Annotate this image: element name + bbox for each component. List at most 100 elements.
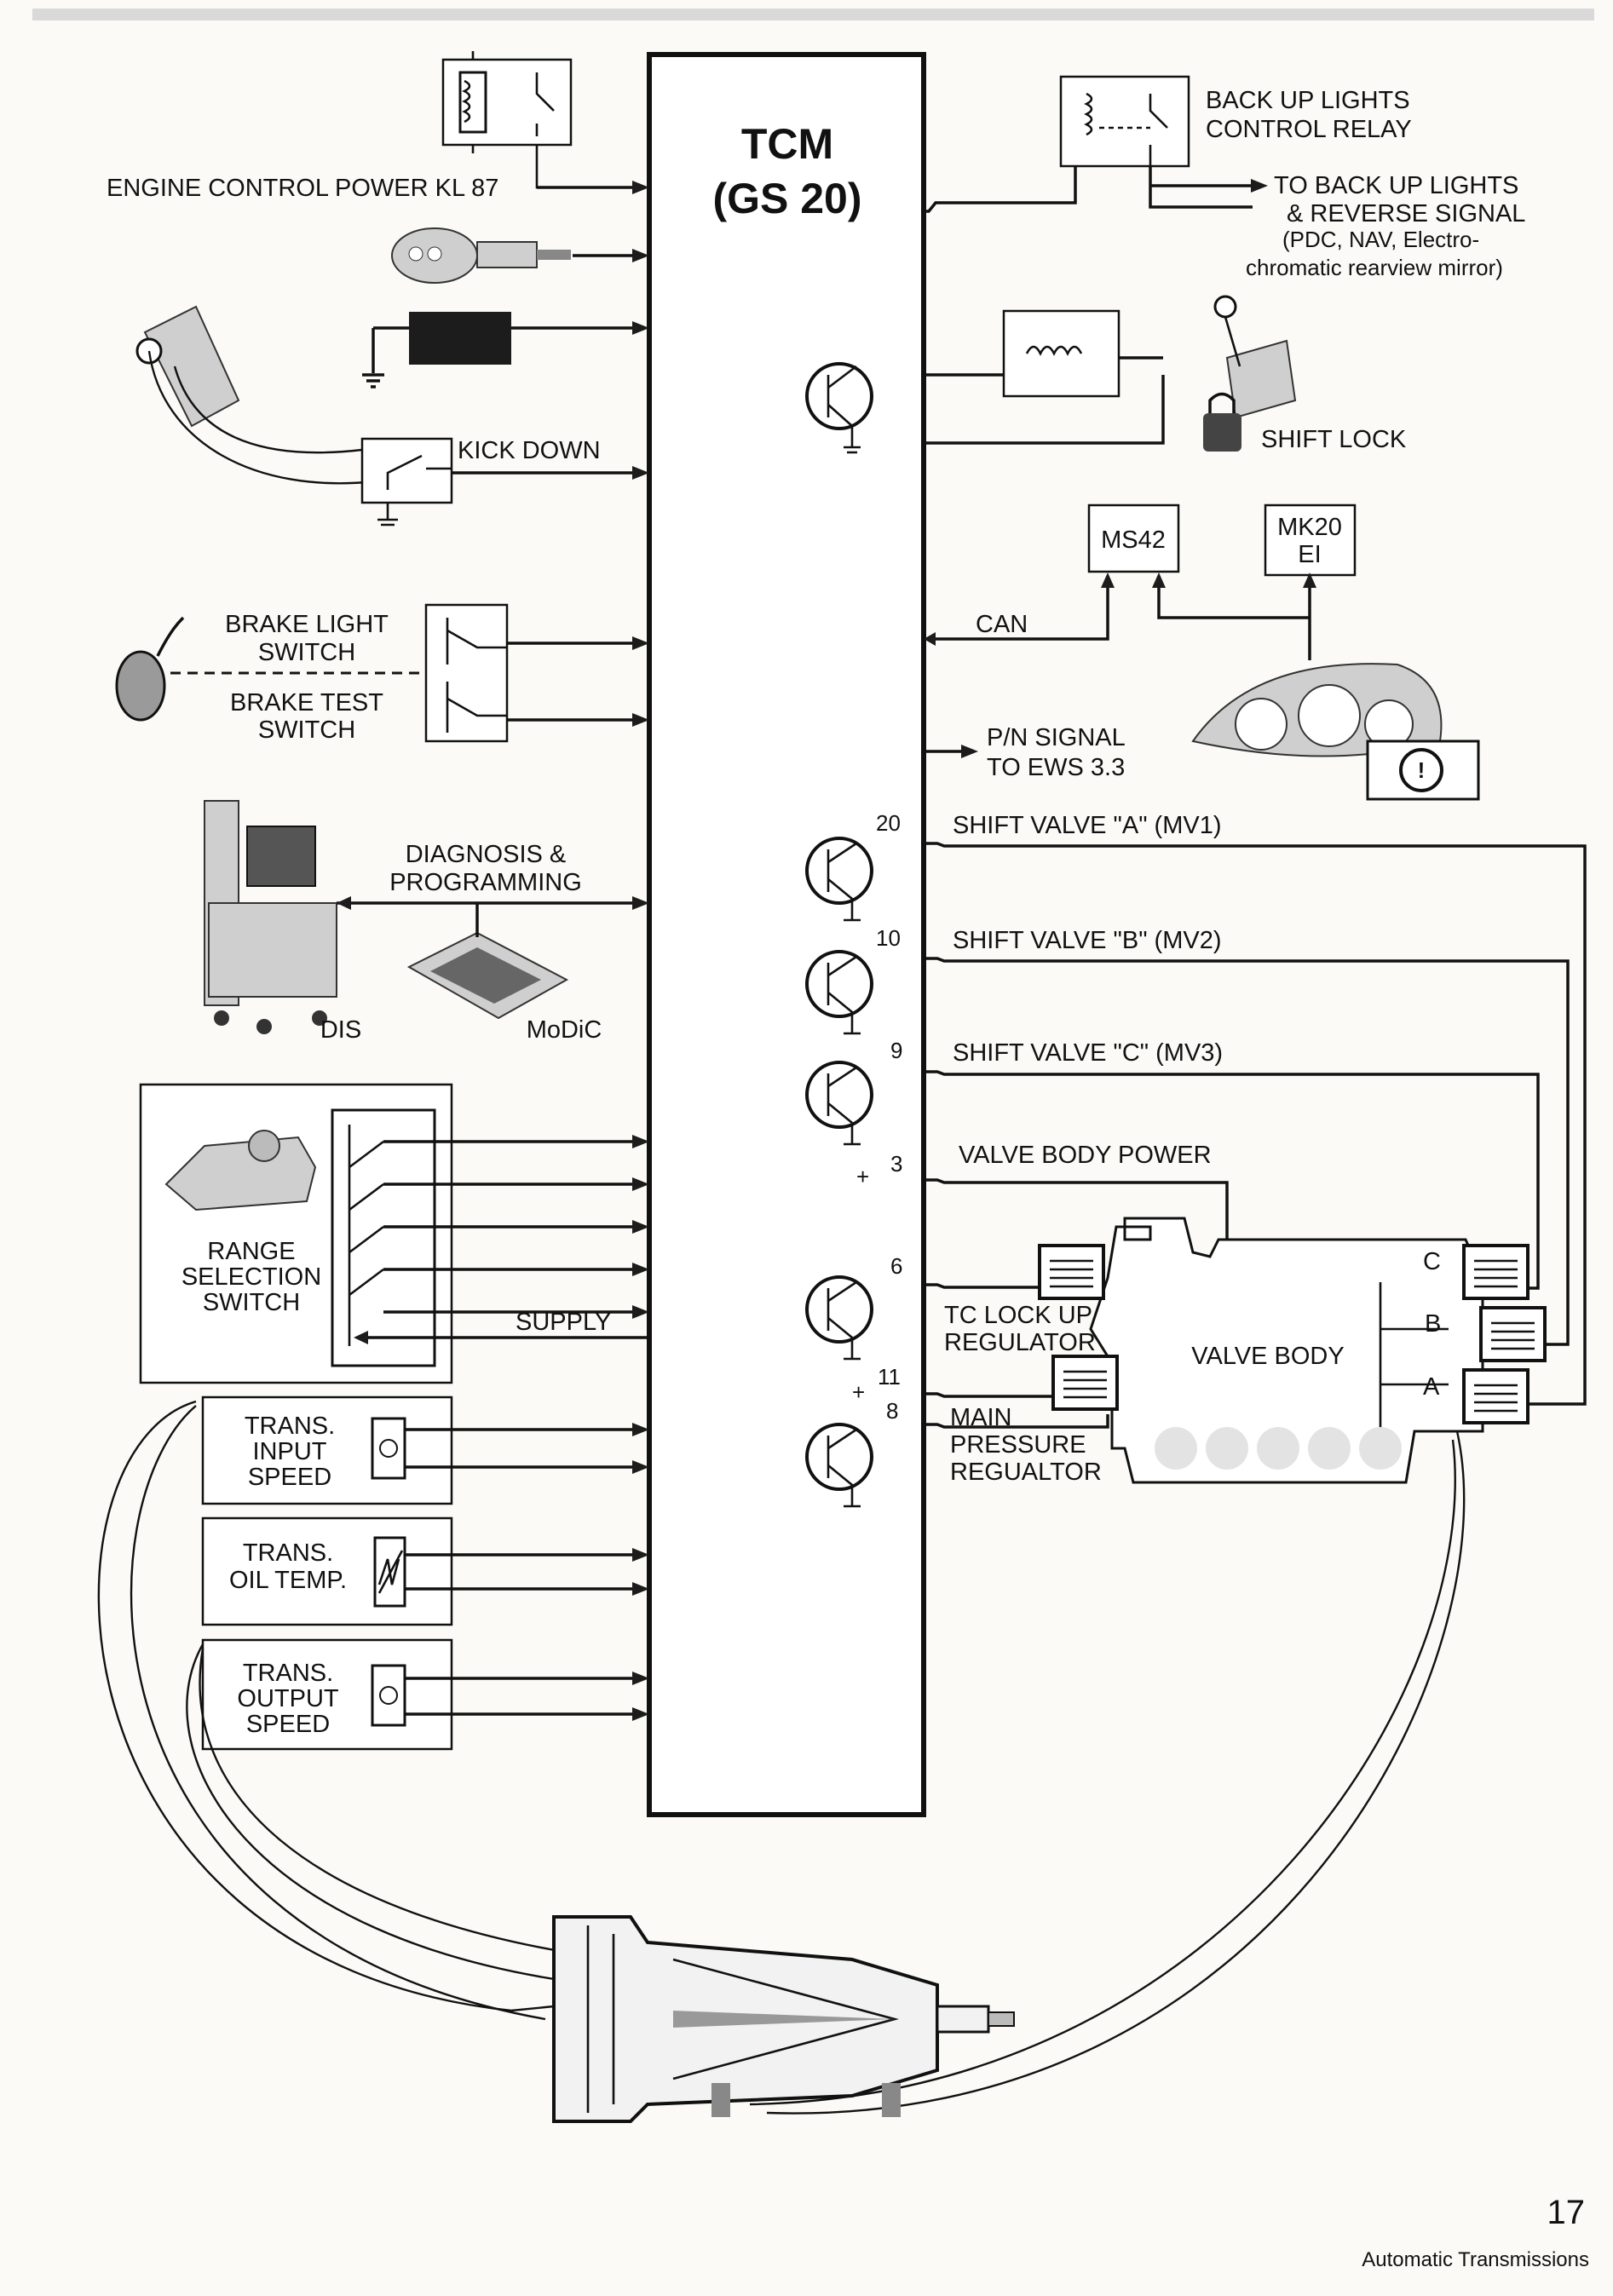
shift-valve-b-wire bbox=[924, 957, 1570, 1346]
arrow-icon bbox=[632, 1423, 649, 1474]
shift-valve-b-label: SHIFT VALVE "B" (MV2) bbox=[953, 927, 1222, 954]
arrow-icon bbox=[1251, 179, 1268, 193]
backup-signal-label-1: TO BACK UP LIGHTS bbox=[1274, 172, 1518, 199]
kl87-relay bbox=[441, 51, 632, 189]
arrow-icon bbox=[924, 632, 936, 646]
tcm-title: TCM bbox=[741, 120, 833, 168]
arrow-icon bbox=[632, 636, 649, 650]
solenoid-icons bbox=[1038, 1244, 1547, 1424]
diagnosis-label-2: PROGRAMMING bbox=[389, 869, 582, 896]
arrow-icon bbox=[632, 249, 649, 262]
arrow-icon bbox=[1101, 573, 1316, 588]
output-speed-label-1: TRANS. bbox=[243, 1660, 333, 1687]
arrow-icon bbox=[632, 713, 649, 727]
pn-signal-label-2: TO EWS 3.3 bbox=[987, 754, 1125, 781]
battery-icon bbox=[362, 312, 643, 388]
oil-temp-wires bbox=[405, 1553, 643, 1591]
arrow-icon bbox=[632, 466, 649, 480]
main-pressure-sign: + bbox=[852, 1379, 865, 1405]
ignition-key-icon bbox=[391, 227, 571, 284]
valve-power-sign: + bbox=[856, 1164, 869, 1189]
oil-temp-label-2: OIL TEMP. bbox=[229, 1567, 347, 1594]
supply-label: SUPPLY bbox=[516, 1309, 611, 1336]
dis-label: DIS bbox=[320, 1016, 361, 1044]
top-edge-bar bbox=[32, 9, 1594, 20]
shift-lock-label: SHIFT LOCK bbox=[1261, 426, 1407, 453]
mk20-label-1: MK20 bbox=[1277, 514, 1342, 541]
ms42-label: MS42 bbox=[1101, 527, 1166, 554]
main-pressure-wires bbox=[924, 1392, 1109, 1429]
backup-signal-label-3: (PDC, NAV, Electro- bbox=[1282, 227, 1479, 252]
range-switch-wires bbox=[354, 1135, 649, 1344]
valve-body-label: VALVE BODY bbox=[1191, 1343, 1344, 1370]
modic-icon bbox=[406, 931, 569, 1020]
backup-relay-label-1: BACK UP LIGHTS bbox=[1206, 87, 1410, 114]
kick-down-switch bbox=[360, 437, 453, 527]
pin-20: 20 bbox=[876, 810, 901, 836]
tcm-box bbox=[647, 52, 926, 1817]
brake-test-label-2: SWITCH bbox=[258, 716, 355, 744]
wiring-harness bbox=[97, 1400, 1466, 2115]
output-speed-label-3: SPEED bbox=[246, 1711, 330, 1738]
mk20-label-2: EI bbox=[1298, 541, 1321, 568]
mk20-box bbox=[1264, 504, 1357, 577]
gear-selector-lock-icon bbox=[1203, 295, 1297, 452]
tc-lockup-label-1: TC LOCK UP bbox=[944, 1302, 1092, 1329]
tcm-subtitle: (GS 20) bbox=[712, 175, 861, 222]
output-speed-sensor bbox=[201, 1638, 453, 1751]
dis-tester-icon bbox=[204, 800, 337, 1034]
range-selection-switch bbox=[139, 1083, 453, 1384]
shift-lock-transistor bbox=[805, 362, 873, 454]
backup-relay-wire bbox=[924, 166, 1077, 213]
engine-power-label: ENGINE CONTROL POWER KL 87 bbox=[107, 175, 498, 202]
input-speed-label-1: TRANS. bbox=[245, 1413, 335, 1440]
shift-valve-c-wire bbox=[924, 1070, 1540, 1290]
main-pressure-label-2: PRESSURE bbox=[950, 1431, 1086, 1459]
range-label-1: RANGE bbox=[207, 1238, 295, 1265]
shift-lock-solenoid bbox=[1002, 309, 1163, 398]
shift-valve-c-label: SHIFT VALVE "C" (MV3) bbox=[953, 1039, 1223, 1067]
accelerator-pedal-icon bbox=[135, 305, 376, 485]
valve-letter-c: C bbox=[1423, 1248, 1441, 1275]
pin-8: 8 bbox=[886, 1398, 898, 1424]
arrow-icon bbox=[337, 896, 351, 910]
valve-letter-b: B bbox=[1425, 1310, 1441, 1338]
brake-test-label-1: BRAKE TEST bbox=[230, 689, 383, 716]
arrow-icon bbox=[632, 1672, 649, 1721]
modic-label: MoDiC bbox=[527, 1016, 602, 1044]
shift-valve-a-label: SHIFT VALVE "A" (MV1) bbox=[953, 812, 1222, 839]
valve-body-power-label: VALVE BODY POWER bbox=[959, 1142, 1212, 1169]
svg-text:!: ! bbox=[1418, 757, 1426, 783]
output-speed-wires bbox=[405, 1677, 643, 1716]
brake-light-label-2: SWITCH bbox=[258, 639, 355, 666]
diagnosis-label-1: DIAGNOSIS & bbox=[406, 841, 567, 868]
input-speed-label-3: SPEED bbox=[248, 1464, 331, 1491]
backup-relay bbox=[1059, 75, 1190, 168]
pin-11: 11 bbox=[878, 1364, 901, 1390]
can-label: CAN bbox=[976, 611, 1028, 638]
shift-lock-wires bbox=[924, 373, 1165, 445]
arrow-icon bbox=[632, 1548, 649, 1596]
main-pressure-label-1: MAIN bbox=[950, 1404, 1012, 1431]
arrow-icon bbox=[632, 321, 649, 335]
pin-6: 6 bbox=[890, 1253, 902, 1279]
backup-signal-wires bbox=[1149, 166, 1253, 209]
pin-3: 3 bbox=[890, 1151, 902, 1177]
page-number: 17 bbox=[1547, 2194, 1586, 2231]
range-label-3: SWITCH bbox=[203, 1289, 300, 1316]
input-speed-sensor bbox=[201, 1395, 453, 1505]
pin-10: 10 bbox=[876, 925, 901, 951]
oil-temp-label-1: TRANS. bbox=[243, 1539, 333, 1567]
arrow-icon bbox=[632, 181, 649, 194]
can-bus-wires bbox=[924, 584, 1311, 660]
arrow-icon bbox=[632, 896, 649, 910]
range-label-2: SELECTION bbox=[181, 1263, 321, 1291]
input-speed-wires bbox=[405, 1428, 643, 1469]
main-pressure-label-3: REGUALTOR bbox=[950, 1459, 1102, 1486]
backup-signal-label-2: & REVERSE SIGNAL bbox=[1287, 200, 1525, 227]
tc-lockup-label-2: REGULATOR bbox=[944, 1329, 1096, 1356]
ms42-box bbox=[1087, 504, 1180, 573]
backup-signal-label-4: chromatic rearview mirror) bbox=[1246, 255, 1503, 280]
output-speed-label-2: OUTPUT bbox=[237, 1685, 339, 1712]
